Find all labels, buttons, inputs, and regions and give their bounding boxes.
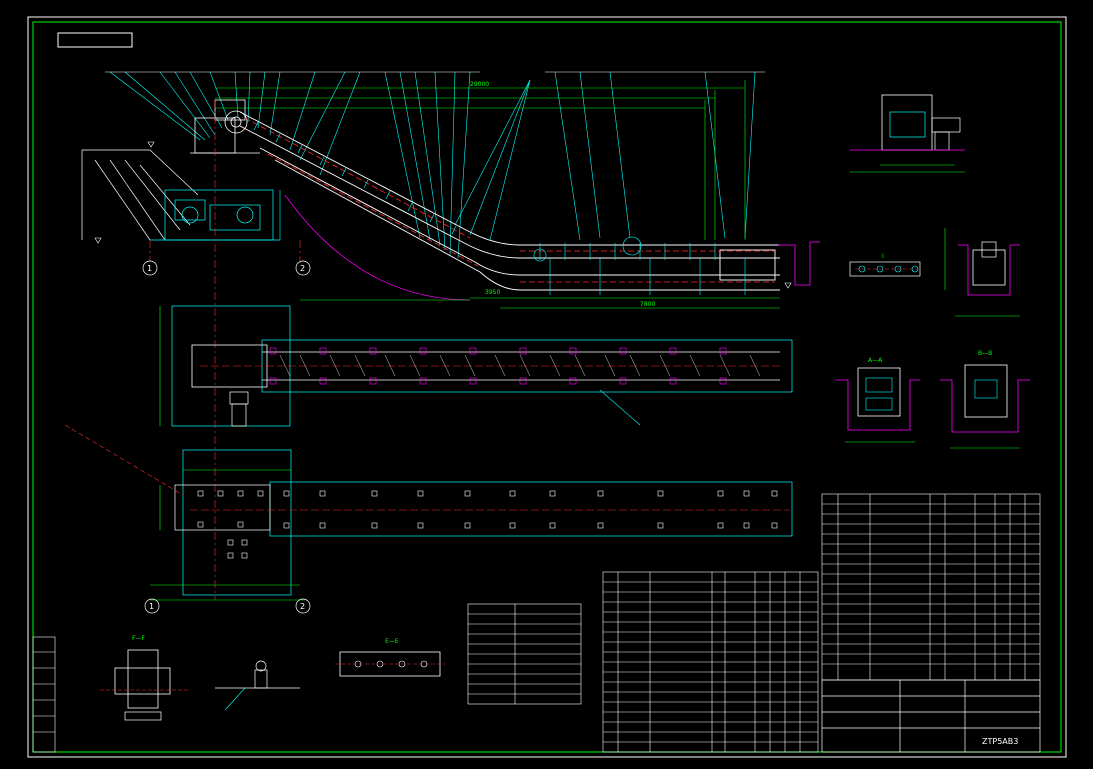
plan-drive-motor — [229, 391, 249, 427]
drive-station — [150, 189, 280, 241]
sheet-frame — [27, 16, 1067, 758]
axis-bubble-1-label: 1 — [147, 264, 152, 273]
parts-list-left — [602, 571, 819, 753]
big-arc — [284, 194, 471, 301]
tail-pit — [778, 241, 820, 286]
tech-spec-table — [467, 603, 582, 705]
revision-strip — [32, 636, 56, 753]
detail-I — [849, 261, 921, 277]
detail-FF-title: F—F — [132, 635, 145, 642]
detail-FF — [100, 649, 190, 721]
detail-I-title: I — [882, 253, 884, 260]
title-block — [821, 679, 1041, 753]
section-AA-title: A—A — [868, 357, 883, 364]
parts-list-right — [821, 493, 1041, 681]
axis-bubbles — [142, 260, 311, 276]
level-markers — [94, 141, 792, 289]
plan-view-conveyor — [159, 305, 793, 427]
transition-curve — [469, 231, 521, 291]
top-dimensions — [215, 80, 746, 240]
dim-bottom-label: 3950 — [485, 289, 500, 296]
axis-bubble-2b-label: 2 — [300, 602, 305, 611]
leader-lines — [109, 71, 756, 259]
bottom-dimensions — [300, 297, 780, 309]
plan-brackets — [269, 347, 727, 385]
inclined-conveyor — [239, 111, 481, 273]
inclined-flights — [253, 121, 457, 235]
foundation-plan: 1 2 — [64, 424, 793, 614]
axis-bubble-1b-label: 1 — [149, 602, 154, 611]
side-view-tail — [944, 228, 1020, 317]
horizontal-flights — [533, 236, 716, 262]
section-AA — [835, 367, 920, 443]
axis-lines — [149, 100, 301, 600]
main-elevation-view: 1 2 — [81, 71, 820, 600]
detail-EE-title: E—E — [385, 638, 399, 645]
detail-rail — [215, 660, 300, 711]
supports — [279, 190, 746, 295]
foundation-bolts — [197, 490, 778, 559]
foundation-dimensions — [150, 469, 305, 601]
plan-hatch — [279, 354, 761, 377]
axis-bubbles-lower — [144, 598, 311, 614]
detail-EE — [335, 651, 445, 677]
side-view-drive — [850, 94, 965, 173]
inclined-conveyor-red — [244, 117, 479, 267]
feed-hopper — [81, 149, 199, 241]
dim-mid-label: 7800 — [640, 301, 655, 308]
drawing-number: ZTP5AB3 — [982, 737, 1018, 746]
section-BB-title: B—B — [978, 350, 992, 357]
dim-top-label: 29000 — [470, 81, 489, 88]
section-BB — [940, 364, 1030, 449]
horizontal-conveyor-red — [520, 250, 775, 283]
axis-bubble-2-label: 2 — [300, 264, 305, 273]
